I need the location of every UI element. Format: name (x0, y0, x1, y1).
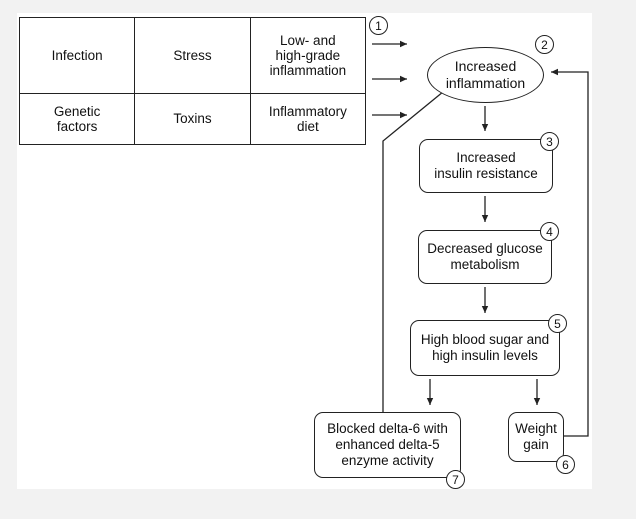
node-blood-sugar: High blood sugar and high insulin levels (410, 320, 560, 376)
cause-genetic-factors: Genetic factors (18, 92, 136, 146)
table-row: Genetic factors Toxins Inflammatory diet (18, 92, 367, 146)
table-row: Infection Stress Low- and high-grade inf… (18, 17, 367, 94)
step-number: 3 (540, 132, 559, 151)
step-number: 7 (446, 470, 465, 489)
cause-toxins: Toxins (134, 92, 251, 146)
node-insulin-resistance: Increased insulin resistance (419, 139, 553, 193)
cause-stress: Stress (134, 17, 251, 94)
node-increased-inflammation: Increased inflammation (427, 47, 544, 103)
feedback-delta6-to-inflammation (382, 86, 450, 412)
cause-infection: Infection (18, 17, 136, 94)
step-number: 5 (548, 314, 567, 333)
step-number: 4 (540, 222, 559, 241)
node-delta6-enzyme: Blocked delta-6 with enhanced delta-5 en… (314, 412, 461, 478)
cause-inflammatory-diet: Inflammatory diet (249, 92, 367, 146)
node-glucose-metabolism: Decreased glucose metabolism (418, 230, 552, 284)
step-number: 2 (535, 35, 554, 54)
feedback-weightgain-to-inflammation (551, 68, 589, 437)
cause-inflammation: Low- and high-grade inflammation (249, 17, 367, 94)
node-weight-gain: Weight gain (508, 412, 564, 462)
step-number: 6 (556, 455, 575, 474)
step-number: 1 (369, 16, 388, 35)
causes-table: Infection Stress Low- and high-grade inf… (18, 17, 367, 146)
